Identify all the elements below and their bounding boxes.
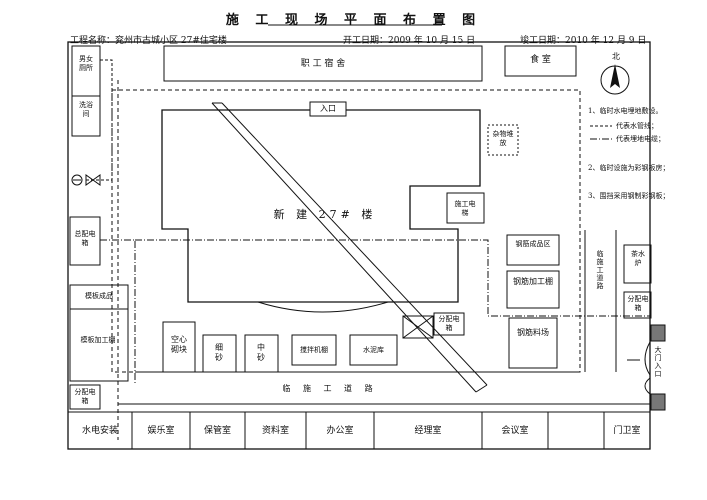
formwork-shed-block [69, 308, 129, 382]
legend-item-3: 3、围挡采用钢制彩钢板； [588, 192, 670, 200]
mixer-shed-area [291, 334, 337, 366]
label-gate-exit: 大门入口 [654, 346, 662, 378]
label-rebar-finished: 钢筋成品区 [515, 240, 551, 248]
room-7: 门卫室 [613, 426, 641, 436]
label-sand-fine: 细砂 [215, 343, 223, 362]
label-north: 北 [612, 52, 620, 61]
label-sub-box-left: 分配电箱 [74, 388, 96, 405]
rebar-shed-area [506, 270, 560, 309]
sub-box-right-block [623, 291, 652, 319]
gate-post-top [650, 324, 666, 342]
label-debris: 杂物堆放 [492, 130, 514, 147]
label-canteen: 食 室 [530, 55, 551, 65]
label-washroom: 洗浴间 [79, 101, 93, 118]
label-side-road: 临施工道路 [596, 250, 604, 290]
room-6: 会议室 [501, 426, 529, 436]
room-0: 水电安装 [81, 426, 118, 436]
building-arc [257, 301, 389, 313]
cement-store-area [349, 334, 398, 366]
washroom-block [71, 95, 101, 137]
label-entrance: 入口 [320, 104, 336, 113]
label-toilet: 男女厕所 [79, 55, 93, 72]
room-2: 保管室 [203, 426, 231, 436]
hoist-block [446, 192, 485, 224]
new-building-outline [161, 109, 481, 303]
end-date: 竣工日期：2010 年 12 月 9 日 [520, 36, 647, 46]
label-dorm: 职 工 宿 舍 [300, 59, 346, 69]
crane-base [402, 315, 434, 339]
label-mixer-shed: 搅拌机棚 [300, 346, 328, 354]
room-4: 办公室 [326, 426, 354, 436]
water-pipe-line [86, 59, 113, 181]
crane-boom-a [211, 102, 477, 393]
water-meter-symbol [71, 174, 83, 186]
label-main-road: 临 施 工 道 路 [282, 384, 378, 393]
label-sub-box-right: 分配电箱 [627, 295, 649, 312]
room-1: 娱乐室 [147, 426, 175, 436]
label-formwork-shed: 模板加工棚 [80, 336, 116, 344]
room-3: 资料室 [261, 426, 289, 436]
label-rebar-yard: 钢筋料场 [517, 328, 549, 337]
label-formwork-yard: 模板成品 [85, 292, 113, 300]
label-sub-box-center: 分配电箱 [438, 315, 460, 332]
page-title: 施 工 现 场 平 面 布 置 图 [225, 13, 482, 28]
bottom-rooms-row [67, 411, 651, 450]
label-main-box: 总配电箱 [74, 230, 96, 247]
power-cable-line [100, 239, 650, 385]
tea-boiler-block [623, 244, 652, 284]
rebar-yard-area [508, 317, 558, 369]
legend-power: 代表埋地电缆； [616, 135, 665, 143]
project-name: 工程名称：兖州市古城小区 27#住宅楼 [70, 36, 227, 46]
north-arrow [610, 64, 620, 88]
sub-box-left-block [69, 384, 101, 410]
label-tea-boiler: 茶水炉 [631, 250, 645, 267]
room-5: 经理室 [414, 426, 442, 436]
start-date: 开工日期：2009 年 10 月 15 日 [343, 36, 476, 46]
label-hollow-block: 空心砌块 [171, 335, 187, 354]
rebar-finished-area [506, 234, 560, 266]
canteen-block [504, 45, 577, 77]
label-hoist: 施工电梯 [454, 200, 476, 217]
main-box-block [69, 216, 101, 266]
legend-item-1: 1、临时水电埋地敷设。 [588, 107, 663, 115]
entrance-block [309, 101, 347, 117]
label-new-building: 新 建 27# 楼 [273, 208, 377, 221]
legend-item-2: 2、临时设施为彩钢板房； [588, 164, 670, 172]
label-cement-store: 水泥库 [363, 346, 384, 354]
sub-box-center-area [433, 312, 465, 336]
label-sand-medium: 中砂 [257, 343, 265, 362]
legend-water: 代表水管线； [616, 122, 658, 130]
label-rebar-shed: 钢筋加工棚 [513, 277, 553, 286]
crane-boom-b [221, 102, 488, 386]
gate-post-bottom [650, 393, 666, 411]
dorm-block [163, 45, 483, 82]
debris-block [487, 124, 519, 156]
